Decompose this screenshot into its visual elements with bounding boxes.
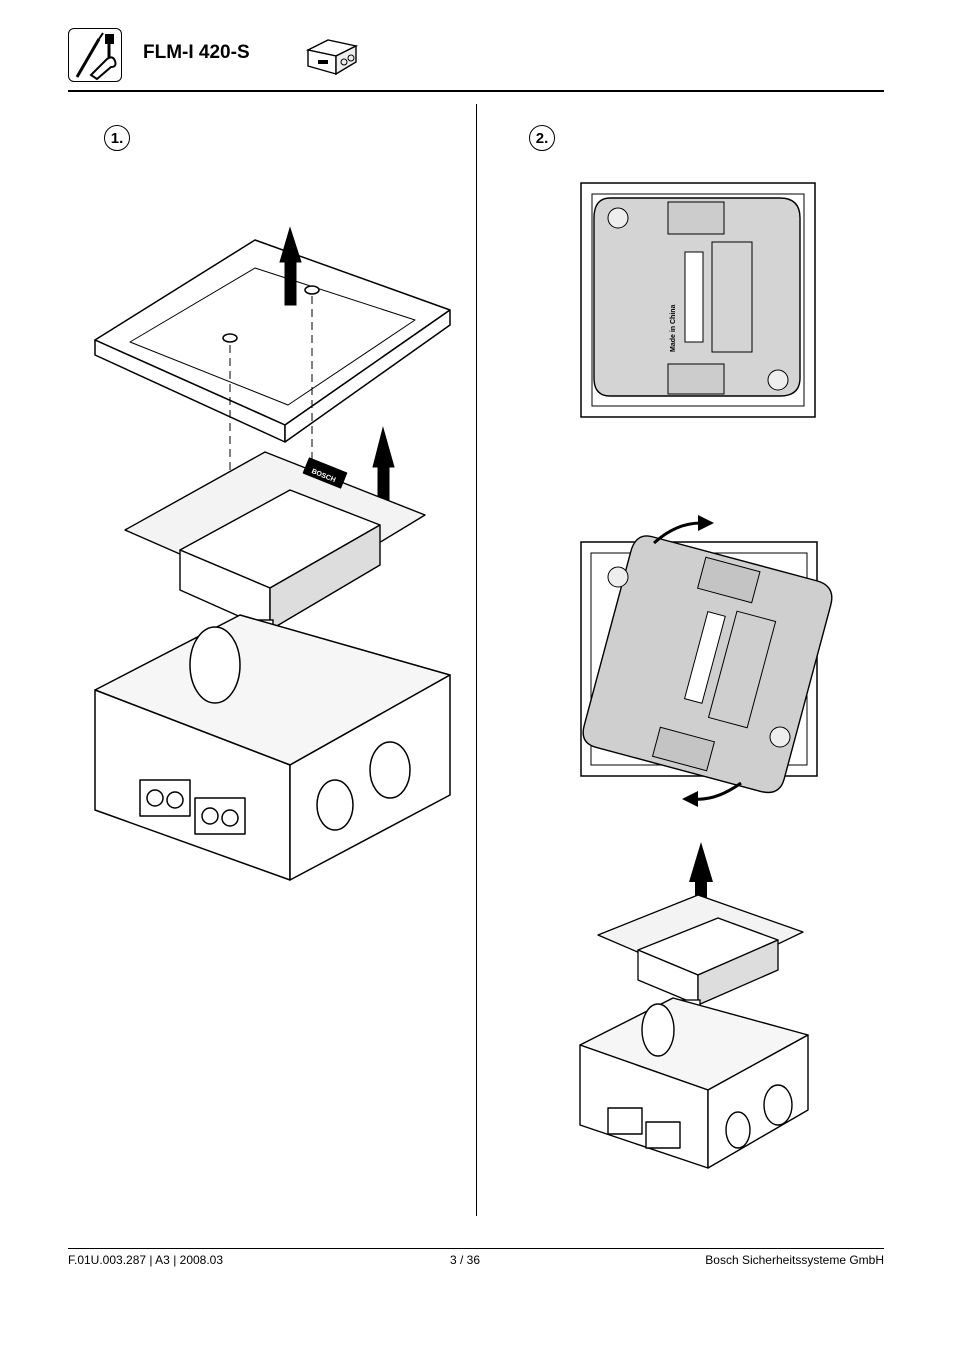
step-1-illustration: BOSCH [94, 226, 451, 881]
origin-label-top-view: Made in China [670, 304, 677, 352]
module-box-icon [304, 36, 360, 76]
footer-rule [68, 1248, 884, 1249]
step-2-top-view: Made in China [580, 182, 816, 418]
rotate-arrow-icon [652, 521, 702, 545]
step-2-marker: 2. [529, 125, 555, 151]
step-2-rotate-view [580, 515, 833, 807]
page-number: 3 / 36 [450, 1253, 481, 1267]
tools-icon [68, 28, 122, 82]
step-1-marker: 1. [104, 125, 130, 151]
column-divider [476, 104, 477, 1216]
page-title: FLM-I 420-S [143, 42, 250, 63]
company-name: Bosch Sicherheitssysteme GmbH [705, 1253, 884, 1267]
document-reference: F.01U.003.287 | A3 | 2008.03 [68, 1253, 224, 1267]
header-rule [68, 90, 884, 92]
lift-arrow-icon [279, 226, 302, 306]
step-2-lift-view [579, 842, 809, 1169]
